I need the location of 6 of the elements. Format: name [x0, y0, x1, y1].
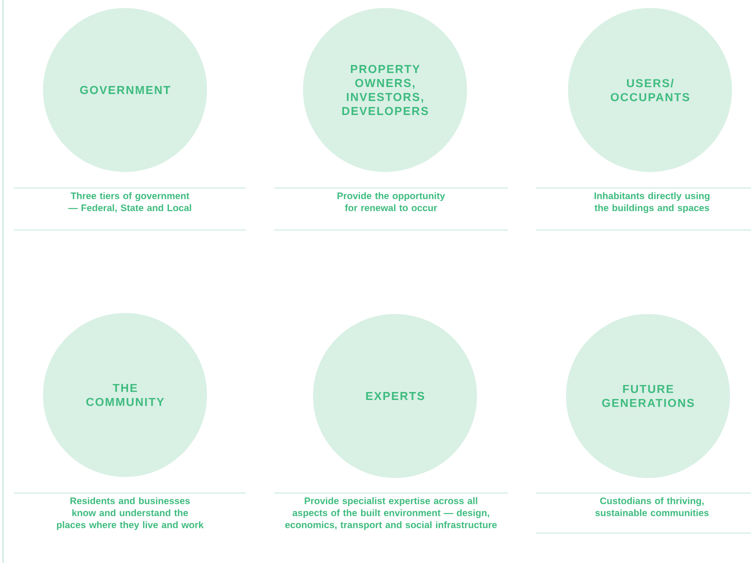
description-text: Provide the opportunity for renewal to occur [338, 192, 446, 212]
description-text: Three tiers of government — Federal, State and Local [68, 192, 192, 213]
description-text: Custodians of thriving, sustainable communities [595, 497, 709, 516]
description-text: Inhabitants directly using the buildings and spaces [594, 192, 710, 214]
description-text: Provide specialist expertise across all aspects of the built environment — design, economics, transport and social infrastructure [285, 497, 497, 530]
description-text: Residents and businesses know and understand the places where they live and work [56, 497, 204, 530]
